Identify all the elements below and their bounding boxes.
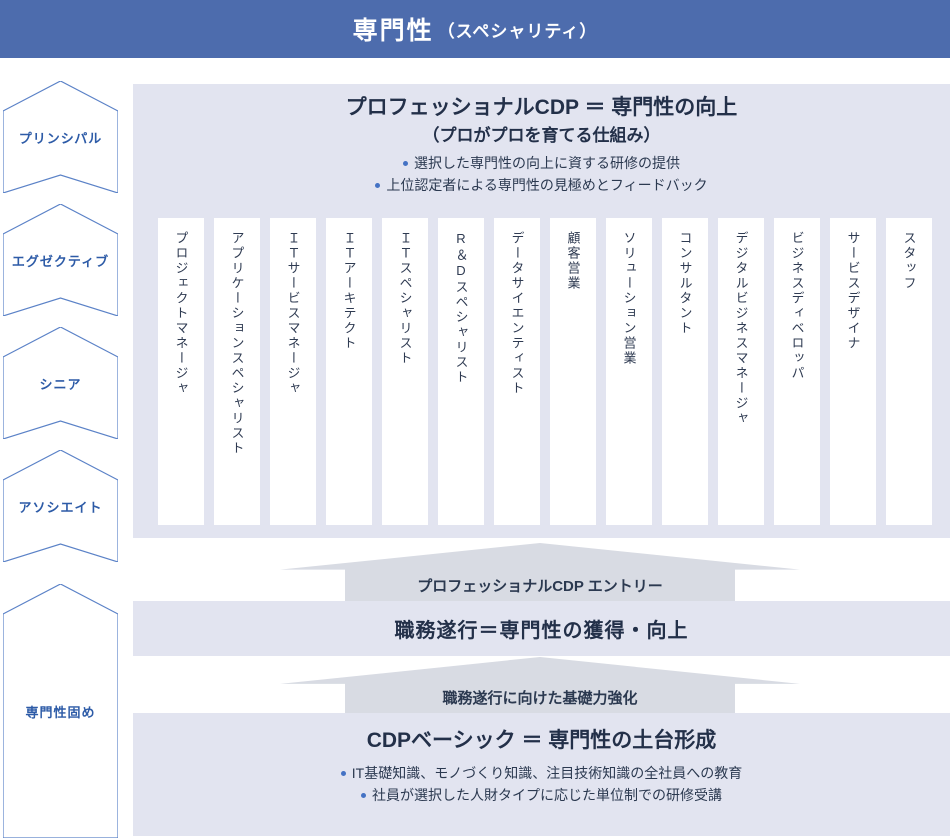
bullet-text: 選択した専門性の向上に資する研修の提供 (414, 155, 680, 171)
role-label: アプリケーションスペシャリスト (229, 231, 245, 456)
ladder-label: アソシエイト (18, 499, 103, 515)
role-label: R＆Dスペシャリスト (453, 231, 469, 385)
ladder-label: プリンシパル (18, 130, 103, 146)
chevron-shape-icon (3, 584, 118, 838)
ladder-label: 専門性固め (25, 704, 96, 720)
chevron-shape-icon (3, 327, 118, 439)
chevron-shape-icon (3, 450, 118, 562)
role-column: デジタルビジネスマネージャ (718, 218, 764, 525)
role-label: ＩＴサービスマネージャ (285, 231, 301, 396)
professional-cdp-bullets: 選択した専門性の向上に資する研修の提供 上位認定者による専門性の見極めとフィード… (133, 152, 950, 196)
role-label: データサイエンティスト (509, 231, 525, 396)
role-column: ＩＴスペシャリスト (382, 218, 428, 525)
bullet-text: 上位認定者による専門性の見極めとフィードバック (386, 177, 708, 193)
ladder-item-associate: アソシエイト (3, 450, 118, 562)
bullet-item: 選択した専門性の向上に資する研修の提供 (133, 152, 950, 174)
bullet-dot-icon (340, 771, 346, 776)
role-label: デジタルビジネスマネージャ (733, 231, 749, 426)
ladder-item-executive: エグゼクティブ (3, 204, 118, 316)
page-subtitle: （スペシャリティ） (437, 21, 598, 41)
cdp-basic-bullets: IT基礎知識、モノづくり知識、注目技術知識の全社員への教育 社員が選択した人財タ… (133, 762, 950, 806)
job-execution-band: 職務遂行＝専門性の獲得・向上 (133, 601, 950, 656)
bullet-dot-icon (403, 161, 408, 166)
career-ladder: プリンシパル エグゼクティブ シニア アソシエイト 専門性固め (3, 81, 118, 838)
cdp-basic-panel: CDPベーシック ＝ 専門性の土台形成 IT基礎知識、モノづくり知識、注目技術知… (133, 713, 950, 836)
role-label: プロジェクトマネージャ (173, 231, 189, 396)
role-column: コンサルタント (662, 218, 708, 525)
role-column: データサイエンティスト (494, 218, 540, 525)
cdp-entry-arrow: プロフェッショナルCDP エントリー (280, 543, 800, 601)
role-column: アプリケーションスペシャリスト (214, 218, 260, 525)
foundation-arrow: 職務遂行に向けた基礎力強化 (280, 657, 800, 713)
role-label: コンサルタント (677, 231, 693, 336)
role-column: サービスデザイナ (830, 218, 876, 525)
chevron-shape-icon (3, 204, 118, 316)
professional-cdp-subtitle: （プロがプロを育てる仕組み） (422, 126, 661, 145)
ladder-item-foundation: 専門性固め (3, 584, 118, 838)
role-column: 顧客営業 (550, 218, 596, 525)
cdp-entry-arrow-label: プロフェッショナルCDP エントリー (417, 577, 663, 595)
professional-cdp-title: プロフェッショナルCDP ＝ 専門性の向上 (345, 96, 738, 119)
header-banner: 専門性 （スペシャリティ） (0, 0, 950, 58)
ladder-label: エグゼクティブ (11, 253, 110, 269)
role-columns: プロジェクトマネージャ アプリケーションスペシャリスト ＩＴサービスマネージャ … (158, 218, 932, 525)
role-column: R＆Dスペシャリスト (438, 218, 484, 525)
role-column: プロジェクトマネージャ (158, 218, 204, 525)
bullet-item: 上位認定者による専門性の見極めとフィードバック (133, 174, 950, 196)
ladder-item-senior: シニア (3, 327, 118, 439)
role-column: ＩＴアーキテクト (326, 218, 372, 525)
professional-cdp-panel: プロフェッショナルCDP ＝ 専門性の向上 （プロがプロを育てる仕組み） 選択し… (133, 84, 950, 538)
foundation-arrow-label: 職務遂行に向けた基礎力強化 (442, 690, 638, 708)
bullet-item: 社員が選択した人財タイプに応じた単位制での研修受講 (133, 784, 950, 806)
role-label: サービスデザイナ (845, 231, 861, 351)
cdp-basic-title: CDPベーシック ＝ 専門性の土台形成 (366, 729, 717, 752)
bullet-text: 社員が選択した人財タイプに応じた単位制での研修受講 (372, 787, 722, 803)
bullet-item: IT基礎知識、モノづくり知識、注目技術知識の全社員への教育 (133, 762, 950, 784)
ladder-item-principal: プリンシパル (3, 81, 118, 193)
role-column: ソリューション営業 (606, 218, 652, 525)
job-execution-label: 職務遂行＝専門性の獲得・向上 (394, 620, 689, 642)
role-label: スタッフ (901, 231, 917, 291)
role-label: ビジネスディベロッパ (789, 231, 805, 381)
role-label: ＩＴスペシャリスト (397, 231, 413, 366)
ladder-label: シニア (39, 376, 82, 392)
bullet-dot-icon (375, 183, 381, 188)
role-column: ＩＴサービスマネージャ (270, 218, 316, 525)
chevron-shape-icon (3, 81, 118, 193)
role-label: 顧客営業 (565, 231, 581, 291)
page-title: 専門性 (352, 17, 434, 45)
bullet-text: IT基礎知識、モノづくり知識、注目技術知識の全社員への教育 (351, 765, 743, 781)
role-label: ＩＴアーキテクト (341, 231, 357, 351)
role-column: ビジネスディベロッパ (774, 218, 820, 525)
bullet-dot-icon (361, 793, 366, 798)
role-label: ソリューション営業 (621, 231, 637, 366)
role-column: スタッフ (886, 218, 932, 525)
